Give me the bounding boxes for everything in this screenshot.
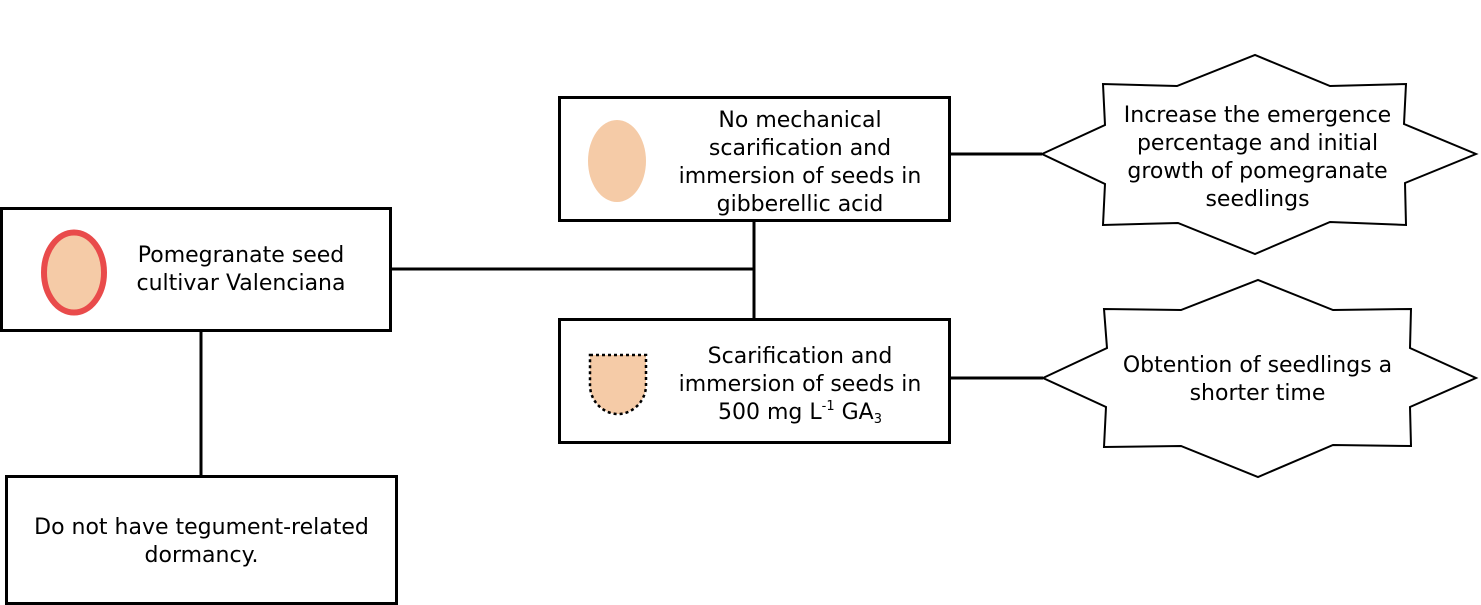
- no-dormancy-label: Do not have tegument-related dormancy.: [34, 515, 369, 568]
- treatment-1-box: No mechanical scarification and immersio…: [558, 96, 951, 222]
- dose-line: 500 mg L-1 GA3: [718, 399, 882, 427]
- source-seed-label: Pomegranate seed cultivar Valenciana: [136, 243, 346, 296]
- starburst-outcome-2: [1040, 278, 1479, 479]
- treatment-2-label: Scarification and immersion of seeds in …: [656, 343, 944, 427]
- scarified-seed-icon: [588, 353, 648, 416]
- source-seed-box: Pomegranate seed cultivar Valenciana: [0, 207, 392, 332]
- outcome-1-label: Increase the emergence percentage and in…: [1123, 103, 1392, 212]
- treatment-2-box: Scarification and immersion of seeds in …: [558, 318, 951, 444]
- starburst-outcome-1: [1039, 53, 1479, 256]
- outcome-2-label: Obtention of seedlings a shorter time: [1122, 353, 1393, 406]
- whole-seed-red-icon: [41, 229, 107, 316]
- treatment-1-label: No mechanical scarification and immersio…: [678, 108, 922, 217]
- no-dormancy-box: Do not have tegument-related dormancy.: [5, 475, 398, 605]
- whole-seed-icon: [588, 120, 646, 202]
